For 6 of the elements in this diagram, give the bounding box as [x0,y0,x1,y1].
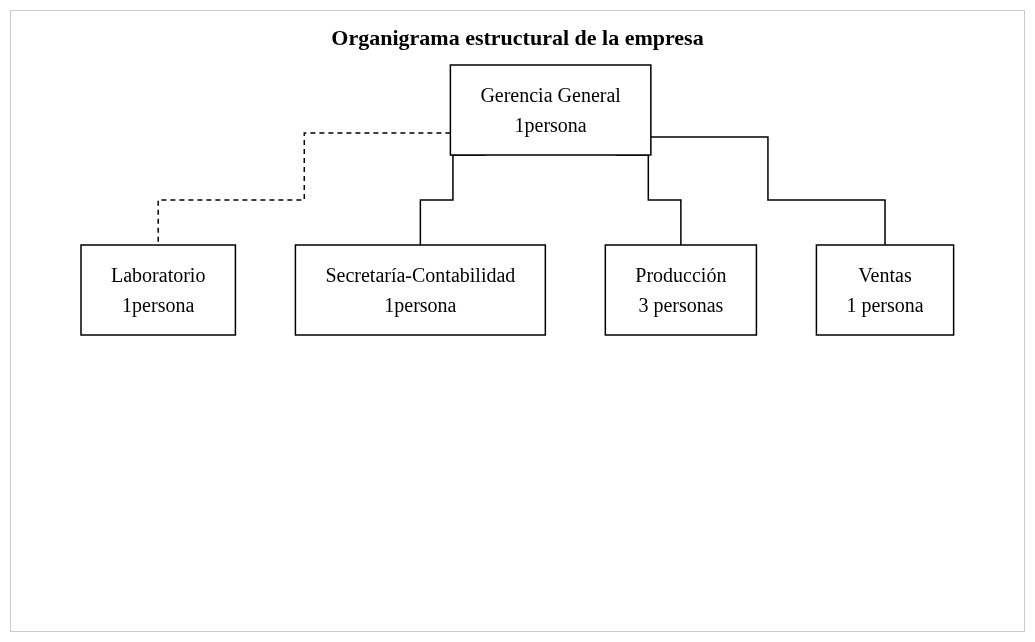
node-box: Secretaría-Contabilidad 1persona [294,244,547,336]
diagram-title: Organigrama estructural de la empresa [331,25,704,51]
node-box: Laboratorio 1persona [80,244,237,336]
node-box: Ventas 1 persona [815,244,955,336]
node-box: Gerencia General 1persona [449,64,652,156]
node-box: Producción 3 personas [604,244,758,336]
